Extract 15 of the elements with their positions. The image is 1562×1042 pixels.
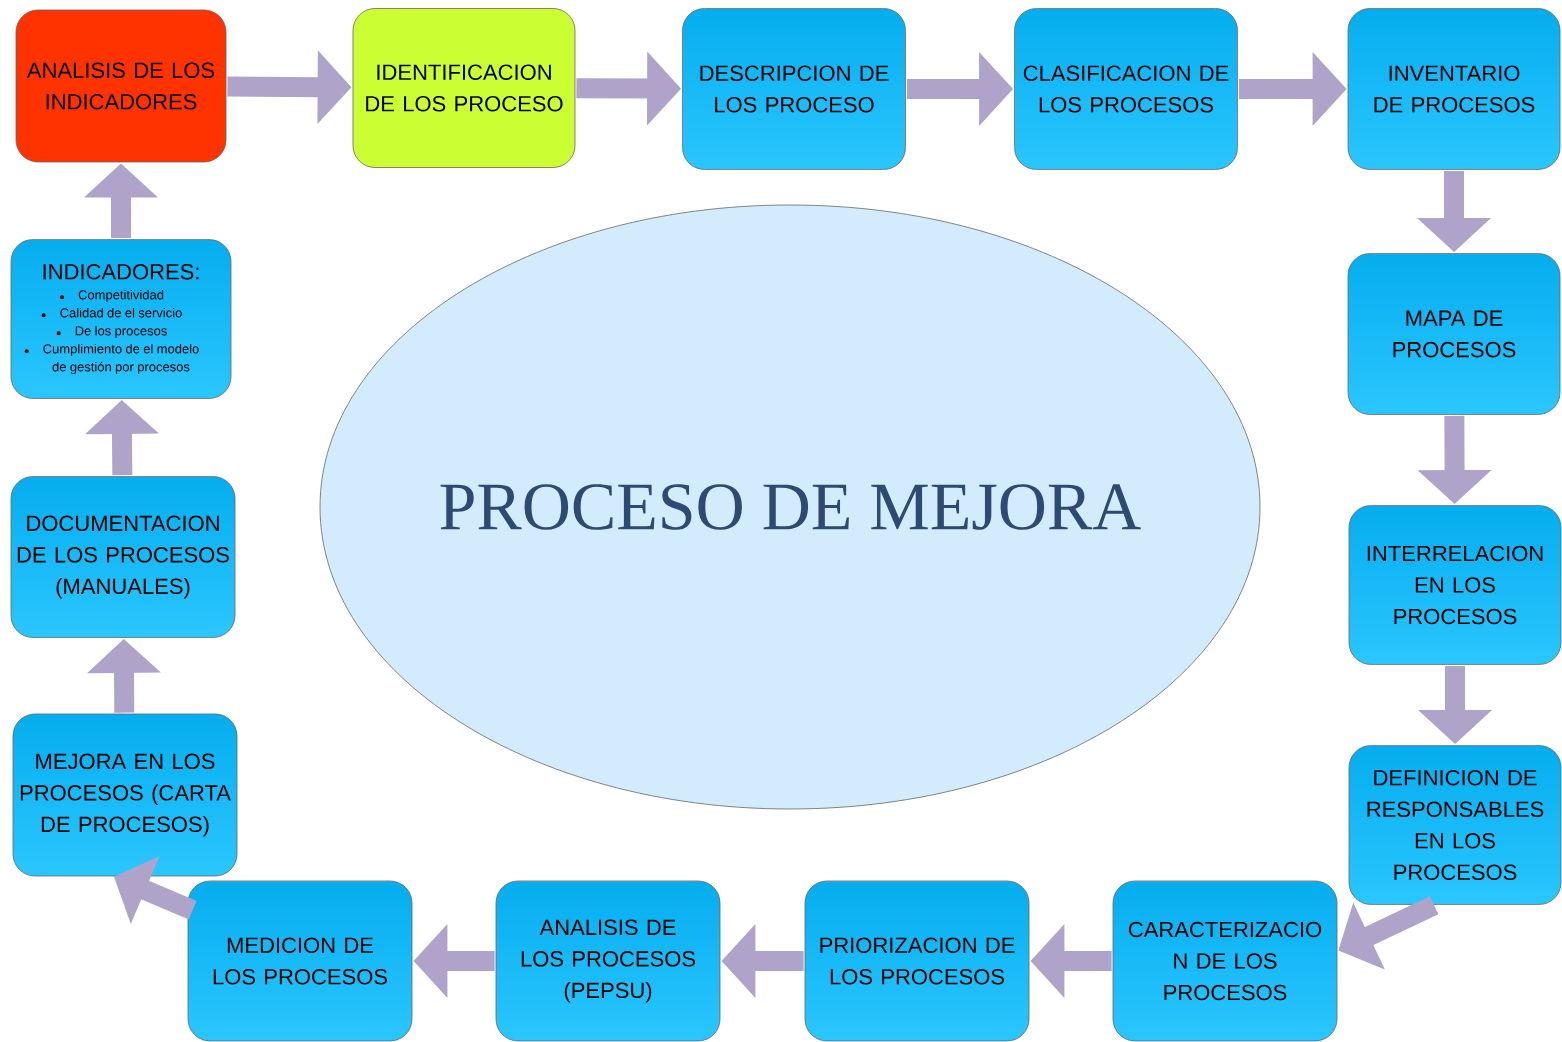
process-box: MEJORA EN LOS PROCESOS (CARTA DE PROCESOS) bbox=[12, 713, 238, 877]
process-box: MEDICION DE LOS PROCESOS bbox=[187, 880, 413, 1042]
process-box: PRIORIZACION DE LOS PROCESOS bbox=[804, 880, 1030, 1042]
process-box: ANALISIS DE LOS INDICADORES bbox=[15, 9, 227, 163]
process-box: DOCUMENTACION DE LOS PROCESOS (MANUALES) bbox=[10, 476, 236, 638]
process-box: INVENTARIO DE PROCESOS bbox=[1347, 8, 1561, 170]
process-box: MAPA DE PROCESOS bbox=[1347, 253, 1561, 415]
process-box: ANALISIS DE LOS PROCESOS (PEPSU) bbox=[495, 880, 721, 1042]
process-box: CLASIFICACION DE LOS PROCESOS bbox=[1014, 8, 1238, 170]
process-box: INTERRELACION EN LOS PROCESOS bbox=[1348, 505, 1562, 665]
process-box: DESCRIPCION DE LOS PROCESO bbox=[682, 8, 906, 170]
process-box: IDENTIFICACION DE LOS PROCESO bbox=[352, 8, 576, 168]
process-box: DEFINICION DE RESPONSABLES EN LOS PROCESOS bbox=[1348, 745, 1562, 905]
process-box: INDICADORES: Competitividad Calidad de el servicio De los procesos Cumplimiento de el modelo de gestión por procesos bbox=[10, 239, 232, 399]
process-box: CARACTERIZACIO N DE LOS PROCESOS bbox=[1112, 880, 1338, 1042]
